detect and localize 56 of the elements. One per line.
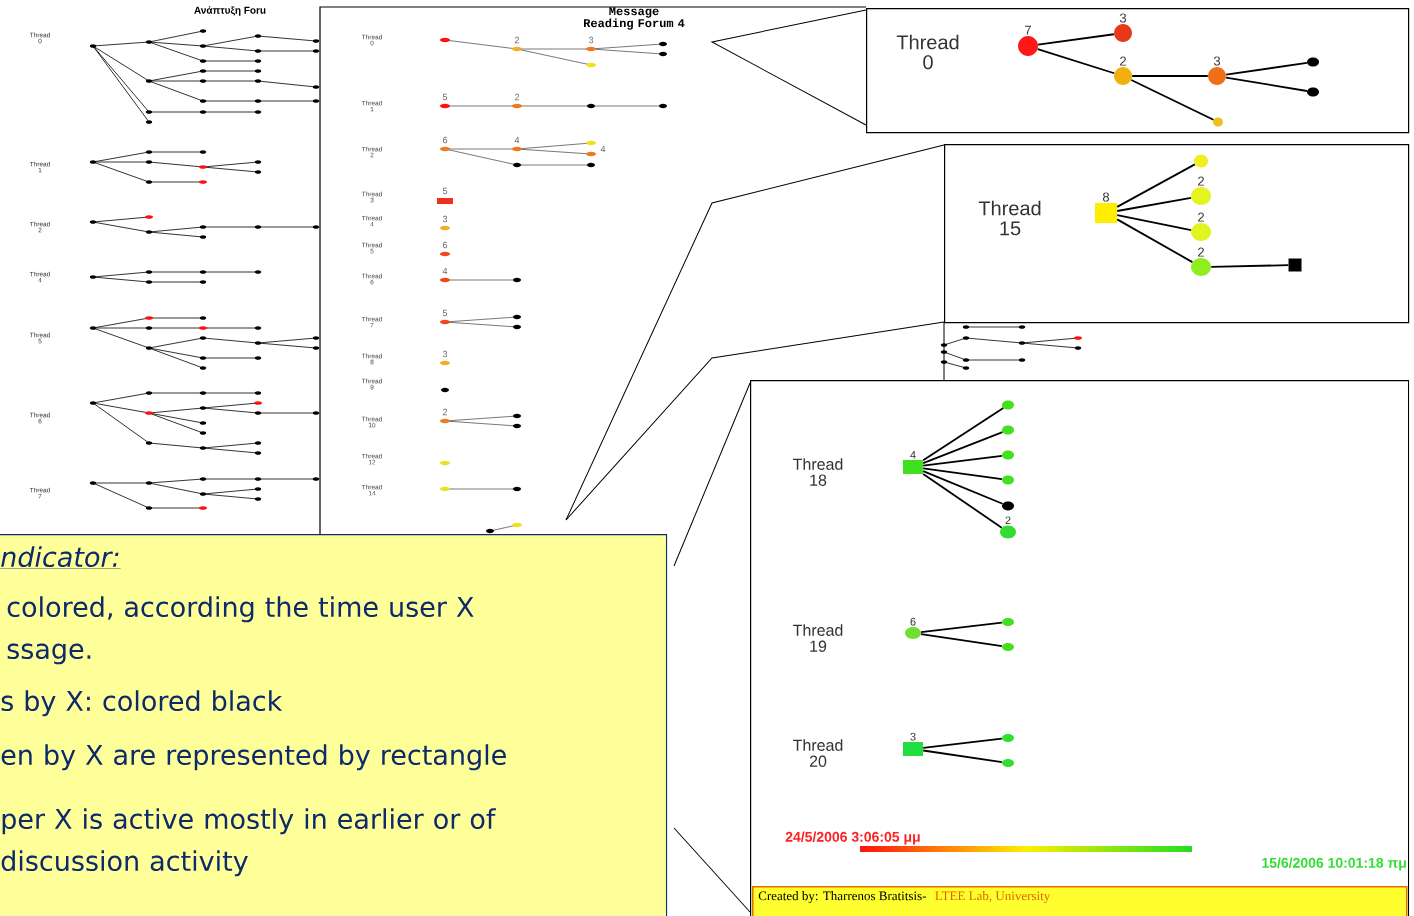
count-label: 3 (588, 36, 594, 44)
end-date: 15/6/2006 10:01:18 πμ (1262, 857, 1406, 871)
tree-branch (1131, 75, 1209, 77)
message-circle (1194, 154, 1208, 168)
node-label: 6 (910, 617, 916, 626)
chart-title: Ανάπτυξη Foru (194, 6, 266, 16)
count-label: 5 (442, 93, 448, 101)
count-label: 5 (442, 187, 448, 195)
count-label: 3 (442, 215, 448, 223)
count-label: 2 (514, 93, 520, 101)
tree-branch (1116, 218, 1194, 263)
count-label: 4 (442, 267, 448, 275)
tree-branch (920, 633, 1003, 647)
node-label: 2 (1198, 212, 1204, 222)
count-label: 6 (442, 136, 448, 144)
count-label: 2 (442, 408, 448, 416)
message-square: 4 (903, 451, 923, 474)
message-square: 3 (903, 732, 923, 756)
tree-branch (922, 431, 1004, 464)
count-label: 6 (442, 241, 448, 249)
tree-branch (922, 749, 1003, 763)
count-label: 4 (514, 136, 520, 144)
tree-branch (922, 473, 1003, 529)
node-label: 3 (1119, 13, 1127, 23)
credit-bar: Created by: Tharrenos Bratitsis- LTEE Lab, University (752, 886, 1408, 916)
tree-branch (1225, 62, 1308, 76)
node-label: 2 (1198, 247, 1204, 257)
count-label: 4 (600, 145, 606, 153)
message-square: 8 (1095, 192, 1117, 223)
tree-branch (922, 467, 1003, 481)
node-label: 2 (1198, 176, 1204, 186)
tree-branch (922, 737, 1003, 749)
tree-branch (922, 470, 1004, 505)
node-label: 3 (910, 732, 916, 741)
node-label: 3 (1213, 56, 1221, 66)
tree-branch (1036, 48, 1116, 75)
count-label: 3 (442, 350, 448, 358)
tree-branch (1130, 79, 1215, 121)
note-box: ndicator: colored, according the time user X ssage. s by X: colored black en by X are represented by rectangle per X is active mostly in earlier or of discussion activity (0, 534, 668, 916)
node-label: 4 (910, 451, 916, 459)
tree-branch (1116, 214, 1192, 231)
tree-branch (1225, 76, 1308, 92)
tree-branch (922, 407, 1005, 462)
tree-branch (1116, 163, 1196, 208)
start-date: 24/5/2006 3:06:05 μμ (785, 831, 920, 845)
tree-branch (922, 454, 1003, 467)
node-label: 2 (1005, 516, 1011, 525)
tree-branch (1116, 196, 1192, 212)
node-label: 7 (1025, 25, 1031, 35)
count-label: 5 (442, 309, 448, 317)
node-label: 2 (1120, 56, 1126, 66)
node-label: 8 (1102, 192, 1110, 202)
tree-branch (1037, 33, 1115, 46)
count-label: 2 (514, 36, 520, 44)
tree-branch (1210, 264, 1290, 268)
tree-branch (920, 621, 1003, 633)
